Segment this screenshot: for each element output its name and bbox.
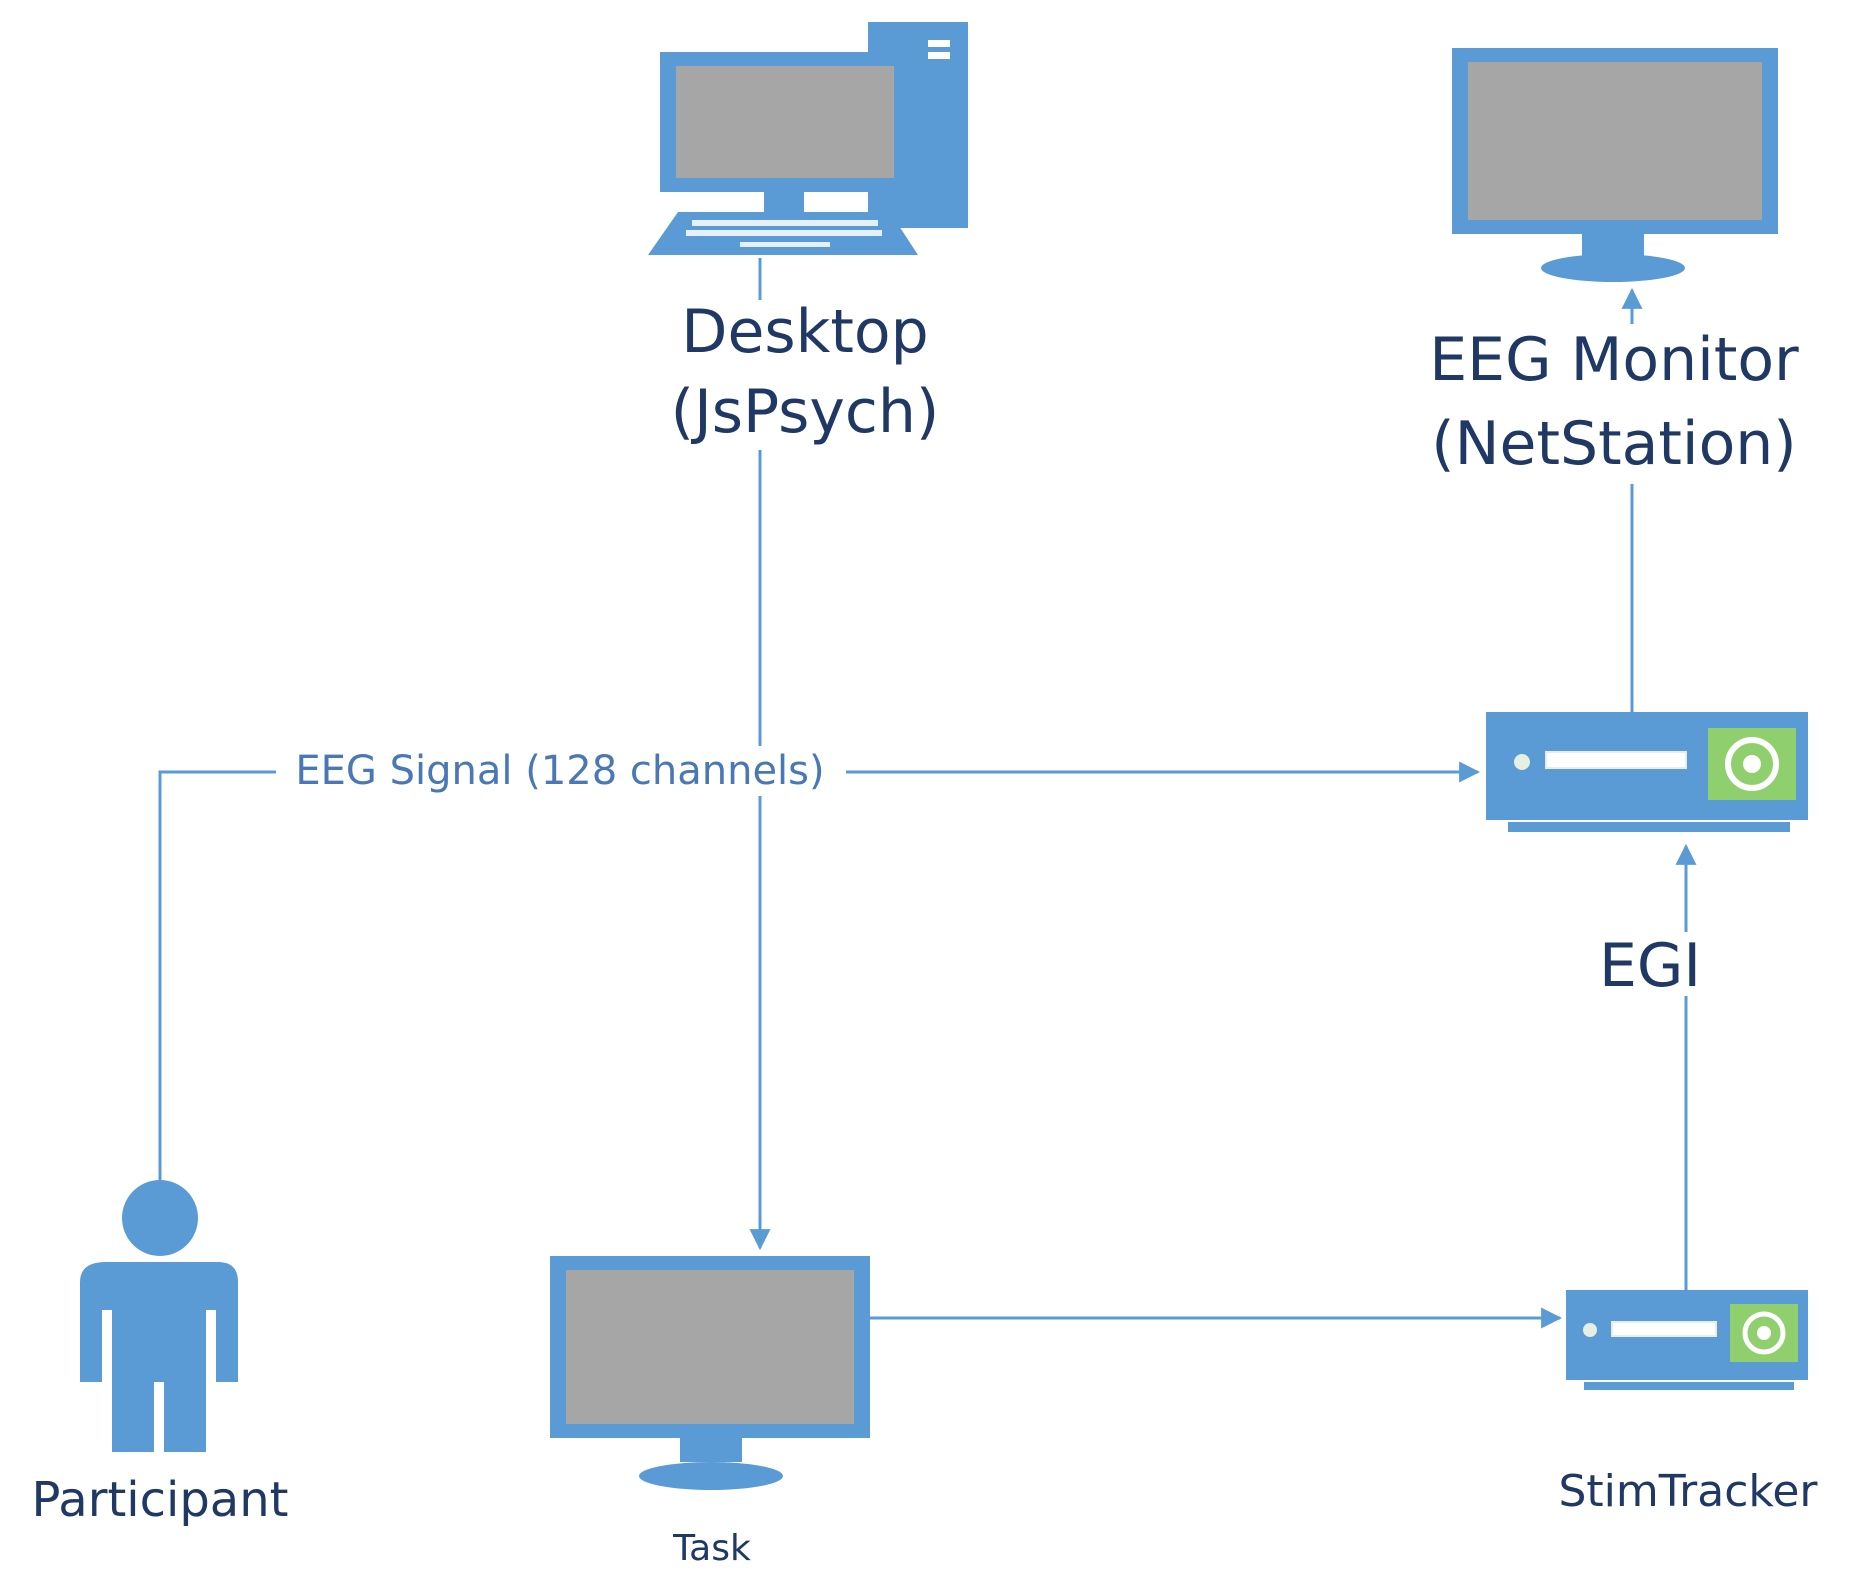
participant-person-icon bbox=[80, 1180, 238, 1452]
egi-amplifier-icon bbox=[1486, 712, 1808, 832]
edge-participant-to-egi bbox=[158, 761, 1481, 1180]
eeg-signal-label: EEG Signal (128 channels) bbox=[295, 748, 824, 794]
desktop-computer-icon bbox=[648, 22, 968, 255]
stimtracker-device-icon bbox=[1566, 1290, 1808, 1390]
eeg-monitor-label-line2: (NetStation) bbox=[1431, 409, 1796, 479]
eeg-monitor-icon bbox=[1452, 48, 1778, 282]
stimtracker-label: StimTracker bbox=[1559, 1466, 1819, 1517]
desktop-label-line1: Desktop bbox=[681, 297, 928, 367]
task-label: Task bbox=[672, 1528, 751, 1569]
participant-label: Participant bbox=[32, 1472, 289, 1528]
desktop-label-line2: (JsPsych) bbox=[671, 377, 940, 447]
egi-label: EGI bbox=[1599, 931, 1701, 1001]
eeg-monitor-label-line1: EEG Monitor bbox=[1429, 325, 1799, 395]
task-monitor-icon bbox=[550, 1256, 870, 1490]
